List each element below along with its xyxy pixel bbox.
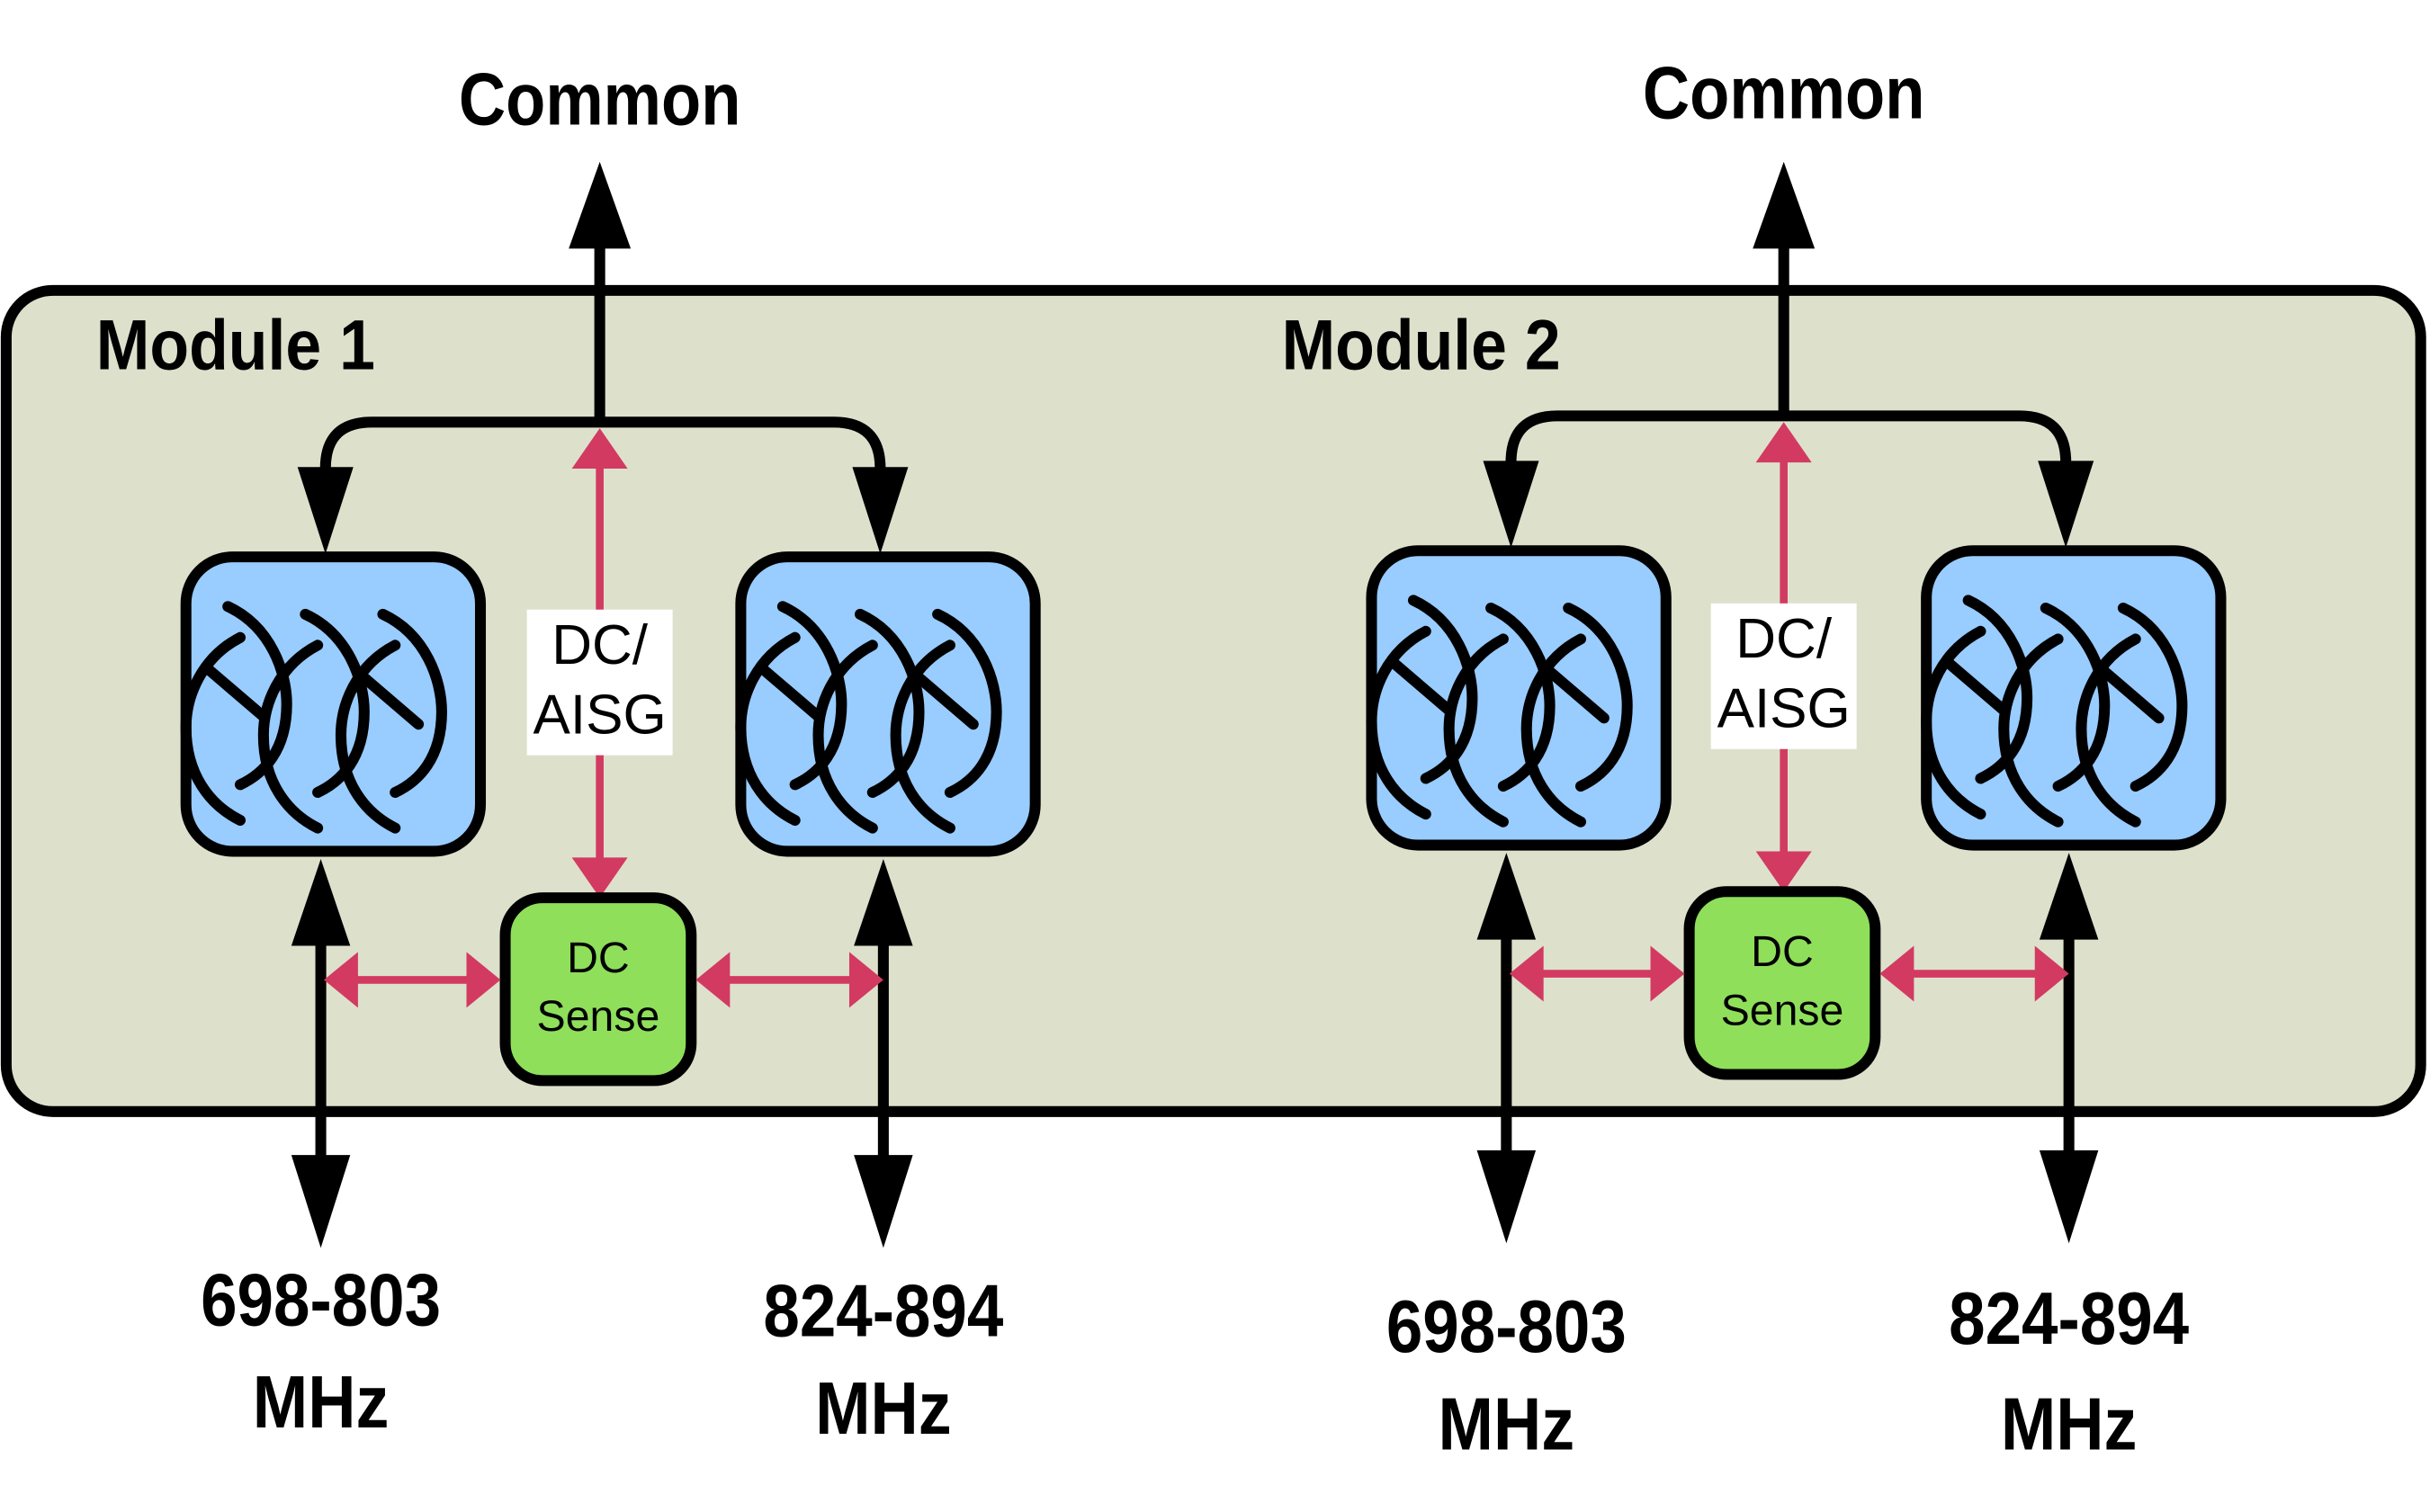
port-frequency-label: 698-803 — [1386, 1284, 1627, 1368]
coupling-tick — [203, 664, 269, 722]
bandpass-filter-icon — [735, 601, 1002, 834]
bandpass-filter-icon — [180, 601, 447, 834]
dc-up-arrow-icon — [571, 428, 628, 469]
dc-down-arrow-icon — [1755, 851, 1812, 892]
port-unit-label: MHz — [253, 1360, 390, 1444]
resonator-curve — [1443, 633, 1509, 828]
resonator-curve — [1563, 602, 1633, 792]
dc-sense-box — [499, 892, 697, 1087]
dc-link-arrow-icon — [1879, 945, 1914, 1002]
dc-link-arrow-icon — [324, 952, 358, 1008]
port-down-arrow-icon — [2039, 1150, 2099, 1244]
filter-low-band — [180, 551, 487, 857]
module-title: Module 2 — [1282, 305, 1561, 385]
resonator-curve — [2040, 602, 2111, 792]
coupling-tick — [2099, 666, 2165, 724]
dc-aisg-label: DC/ — [551, 614, 649, 676]
port-down-arrow-icon — [1476, 1150, 1537, 1244]
resonator-curve — [300, 608, 370, 799]
splitter-bus — [1505, 410, 2072, 463]
port-unit-label: MHz — [815, 1366, 952, 1450]
dc-link-arrow-icon — [848, 952, 883, 1008]
dc-sense-label: Sense — [1721, 986, 1844, 1034]
coupling-tick — [1544, 666, 1610, 724]
filter-input-arrow-icon — [852, 467, 909, 554]
common-port-label: Common — [1643, 51, 1925, 135]
coupling-tick — [1389, 658, 1455, 716]
resonator-curve — [932, 608, 1002, 799]
splitter-bus — [319, 416, 886, 470]
port-down-arrow-icon — [854, 1155, 913, 1248]
resonator-curve — [1366, 625, 1431, 820]
resonator-curve — [1962, 595, 2033, 784]
common-arrow-icon — [1753, 161, 1816, 249]
port-down-arrow-icon — [291, 1155, 351, 1248]
filter-low-band — [1366, 545, 1672, 851]
dc-aisg-label-bg — [1710, 603, 1857, 749]
dc-aisg-label: AISG — [1717, 678, 1851, 740]
coupling-tick — [913, 672, 979, 730]
resonator-curve — [180, 631, 247, 827]
port-frequency-label: 824-894 — [763, 1269, 1003, 1353]
dc-link-arrow-icon — [1509, 945, 1544, 1002]
dc-aisg-label-bg — [526, 609, 673, 756]
resonator-curve — [776, 601, 847, 791]
dc-sense-label: DC — [1751, 927, 1814, 976]
coupling-tick — [758, 664, 824, 722]
resonator-curve — [1520, 633, 1587, 828]
dc-aisg-label: AISG — [534, 684, 667, 747]
dc-up-arrow-icon — [1755, 422, 1812, 463]
port-frequency-label: 698-803 — [201, 1258, 441, 1342]
coupling-tick — [1943, 658, 2010, 716]
resonator-curve — [890, 640, 955, 834]
resonator-curve — [2076, 633, 2141, 828]
dc-sense-box — [1683, 886, 1881, 1080]
resonator-curve — [812, 640, 878, 834]
dc-link-arrow-icon — [466, 952, 501, 1008]
port-up-arrow-icon — [2039, 853, 2099, 940]
common-port-label: Common — [459, 58, 741, 141]
dc-link-arrow-icon — [695, 952, 731, 1008]
resonator-curve — [2117, 602, 2188, 792]
dc-link-arrow-icon — [1650, 945, 1685, 1002]
dc-link-arrow-icon — [2034, 945, 2069, 1002]
port-up-arrow-icon — [854, 859, 913, 946]
module-title: Module 1 — [96, 305, 375, 385]
resonator-curve — [335, 640, 401, 834]
port-frequency-label: 824-894 — [1949, 1276, 2189, 1360]
resonator-curve — [377, 608, 447, 799]
bandpass-filter-icon — [1921, 595, 2188, 828]
dc-aisg-label: DC/ — [1735, 608, 1833, 670]
filter-input-arrow-icon — [1483, 461, 1539, 548]
filter-high-band — [1921, 545, 2227, 851]
filter-high-band — [735, 551, 1041, 857]
resonator-curve — [735, 631, 801, 827]
dc-sense-label: DC — [567, 934, 630, 982]
port-unit-label: MHz — [1439, 1382, 1575, 1465]
filter-input-arrow-icon — [297, 467, 354, 554]
resonator-curve — [257, 640, 324, 834]
port-up-arrow-icon — [291, 859, 351, 946]
bandpass-filter-icon — [1366, 595, 1633, 828]
resonator-curve — [1921, 625, 1986, 820]
port-up-arrow-icon — [1476, 853, 1537, 940]
resonator-curve — [222, 601, 292, 791]
dc-sense-label: Sense — [537, 992, 660, 1041]
coupling-tick — [358, 672, 425, 730]
dc-down-arrow-icon — [571, 857, 628, 899]
resonator-curve — [1407, 595, 1478, 784]
common-arrow-icon — [569, 161, 632, 249]
resonator-curve — [855, 608, 925, 799]
port-unit-label: MHz — [2001, 1382, 2138, 1465]
resonator-curve — [1485, 602, 1556, 792]
resonator-curve — [1998, 633, 2064, 828]
filter-input-arrow-icon — [2038, 461, 2094, 548]
